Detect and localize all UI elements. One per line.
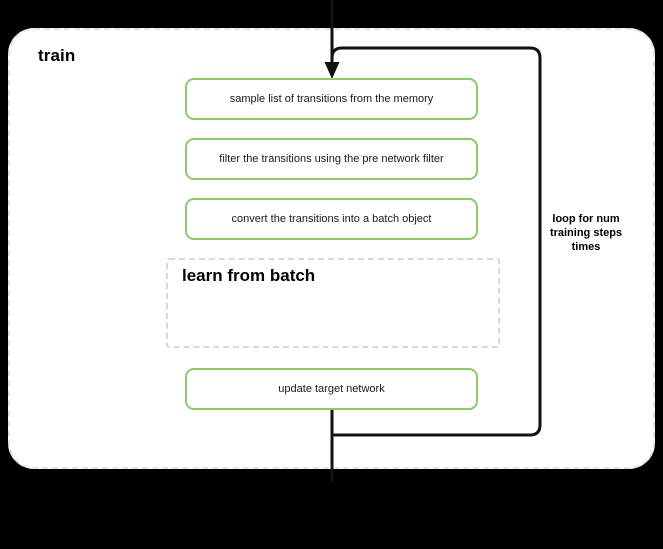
step-label: sample list of transitions from the memo… <box>229 93 434 105</box>
step-label: convert the transitions into a batch obj… <box>231 213 432 225</box>
step-box-sample-transitions[interactable]: sample list of transitions from the memo… <box>185 78 478 120</box>
page-title: train <box>38 46 76 65</box>
step-box-filter-transitions[interactable]: filter the transitions using the pre net… <box>185 138 478 180</box>
subprocess-learn-from-batch[interactable]: learn from batch <box>166 258 500 348</box>
subprocess-label: learn from batch <box>182 266 316 285</box>
loop-annotation-label: loop for num training steps times <box>549 213 623 253</box>
step-box-convert-transitions[interactable]: convert the transitions into a batch obj… <box>185 198 478 240</box>
step-label: update target network <box>278 383 385 395</box>
step-label: filter the transitions using the pre net… <box>219 153 444 165</box>
step-box-update-target-network[interactable]: update target network <box>185 368 478 410</box>
